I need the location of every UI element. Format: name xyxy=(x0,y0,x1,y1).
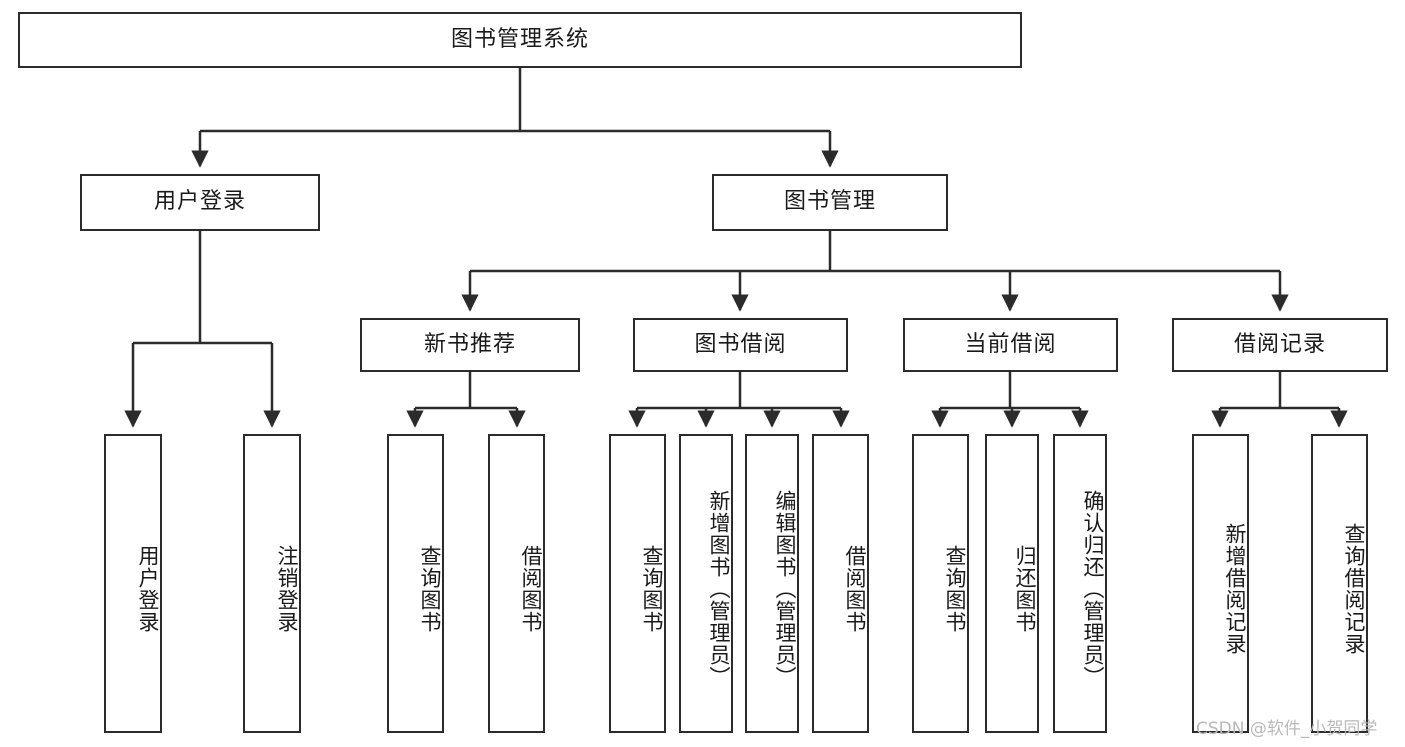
node-leaf-query-borrow-record[interactable]: 查询借阅记录 xyxy=(1311,434,1368,733)
node-leaf-confirm-return[interactable]: 确认归还（管理员） xyxy=(1053,434,1107,733)
node-leaf-logout-login-label: 注销登录 xyxy=(275,544,299,633)
node-new-book-recommend-label: 新书推荐 xyxy=(423,331,516,357)
node-book-management-label: 图书管理 xyxy=(783,189,876,215)
node-leaf-borrow-book-a[interactable]: 借阅图书 xyxy=(488,434,545,733)
node-current-borrow[interactable]: 当前借阅 xyxy=(903,318,1118,372)
node-leaf-add-book[interactable]: 新增图书（管理员） xyxy=(679,434,733,733)
node-leaf-query-borrow-record-label: 查询借阅记录 xyxy=(1342,522,1366,655)
node-leaf-user-login[interactable]: 用户登录 xyxy=(104,434,162,733)
node-root-label: 图书管理系统 xyxy=(450,26,589,52)
node-leaf-add-borrow-record[interactable]: 新增借阅记录 xyxy=(1192,434,1249,733)
node-leaf-return-book-label: 归还图书 xyxy=(1013,544,1037,633)
node-book-borrow-label: 图书借阅 xyxy=(694,331,787,357)
node-leaf-borrow-book-b-label: 借阅图书 xyxy=(843,544,867,633)
node-leaf-query-book-c[interactable]: 查询图书 xyxy=(912,434,969,733)
node-leaf-user-login-label: 用户登录 xyxy=(136,544,160,633)
node-root[interactable]: 图书管理系统 xyxy=(18,12,1022,68)
node-borrow-record[interactable]: 借阅记录 xyxy=(1172,318,1388,372)
node-leaf-add-book-label: 新增图书（管理员） xyxy=(707,489,731,688)
node-current-borrow-label: 当前借阅 xyxy=(964,331,1057,357)
node-leaf-query-book-a-label: 查询图书 xyxy=(418,544,442,633)
node-book-borrow[interactable]: 图书借阅 xyxy=(633,318,848,372)
node-leaf-return-book[interactable]: 归还图书 xyxy=(985,434,1039,733)
node-leaf-edit-book-label: 编辑图书（管理员） xyxy=(773,489,797,688)
node-leaf-logout-login[interactable]: 注销登录 xyxy=(243,434,301,733)
node-book-management[interactable]: 图书管理 xyxy=(712,174,948,231)
node-leaf-confirm-return-label: 确认归还（管理员） xyxy=(1081,489,1105,688)
node-borrow-record-label: 借阅记录 xyxy=(1233,331,1326,357)
node-leaf-add-borrow-record-label: 新增借阅记录 xyxy=(1223,522,1247,655)
node-user-login[interactable]: 用户登录 xyxy=(80,174,320,231)
node-leaf-borrow-book-b[interactable]: 借阅图书 xyxy=(812,434,869,733)
node-leaf-borrow-book-a-label: 借阅图书 xyxy=(519,544,543,633)
node-user-login-label: 用户登录 xyxy=(153,189,246,215)
node-leaf-query-book-c-label: 查询图书 xyxy=(943,544,967,633)
node-leaf-query-book-b[interactable]: 查询图书 xyxy=(609,434,666,733)
node-leaf-query-book-a[interactable]: 查询图书 xyxy=(387,434,444,733)
node-new-book-recommend[interactable]: 新书推荐 xyxy=(360,318,580,372)
node-leaf-query-book-b-label: 查询图书 xyxy=(640,544,664,633)
node-leaf-edit-book[interactable]: 编辑图书（管理员） xyxy=(745,434,799,733)
csdn-watermark: CSDN @软件_小贺同学 xyxy=(1196,719,1378,739)
